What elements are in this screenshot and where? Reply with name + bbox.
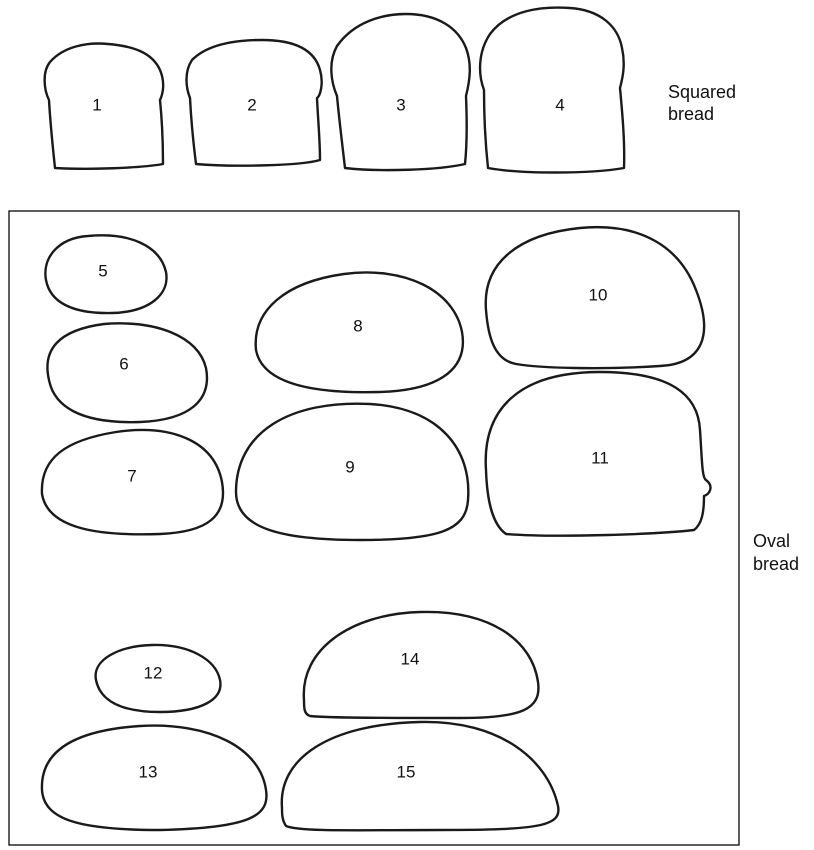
slice-14-outline — [304, 612, 539, 718]
slice-2-number: 2 — [247, 95, 256, 114]
squared-bread-group: 1 2 3 4 Squared bread — [45, 8, 736, 173]
slice-4-number: 4 — [555, 95, 564, 114]
slice-4-outline — [480, 8, 624, 173]
slice-15-number: 15 — [397, 762, 416, 781]
slice-7-number: 7 — [127, 466, 136, 485]
slice-3-outline — [331, 14, 469, 170]
oval-bread-group: 5 6 7 8 9 10 11 12 13 14 15 Oval bread — [42, 227, 799, 830]
slice-5-number: 5 — [98, 261, 107, 280]
slice-11-number: 11 — [591, 448, 609, 467]
squared-bread-label-line2: bread — [668, 104, 714, 124]
slice-9-number: 9 — [345, 457, 354, 476]
slice-1-number: 1 — [92, 95, 101, 114]
slice-13-number: 13 — [139, 762, 158, 781]
slice-12-number: 12 — [144, 663, 163, 682]
oval-bread-label-line2: bread — [753, 554, 799, 574]
squared-bread-label-line1: Squared — [668, 82, 736, 102]
slice-15-outline — [282, 722, 559, 830]
oval-bread-label-line1: Oval — [753, 531, 790, 551]
slice-14-number: 14 — [401, 649, 420, 668]
slice-10-number: 10 — [589, 285, 608, 304]
slice-6-number: 6 — [119, 354, 128, 373]
slice-1-outline — [45, 44, 164, 169]
slice-3-number: 3 — [396, 95, 405, 114]
slice-8-number: 8 — [353, 316, 362, 335]
